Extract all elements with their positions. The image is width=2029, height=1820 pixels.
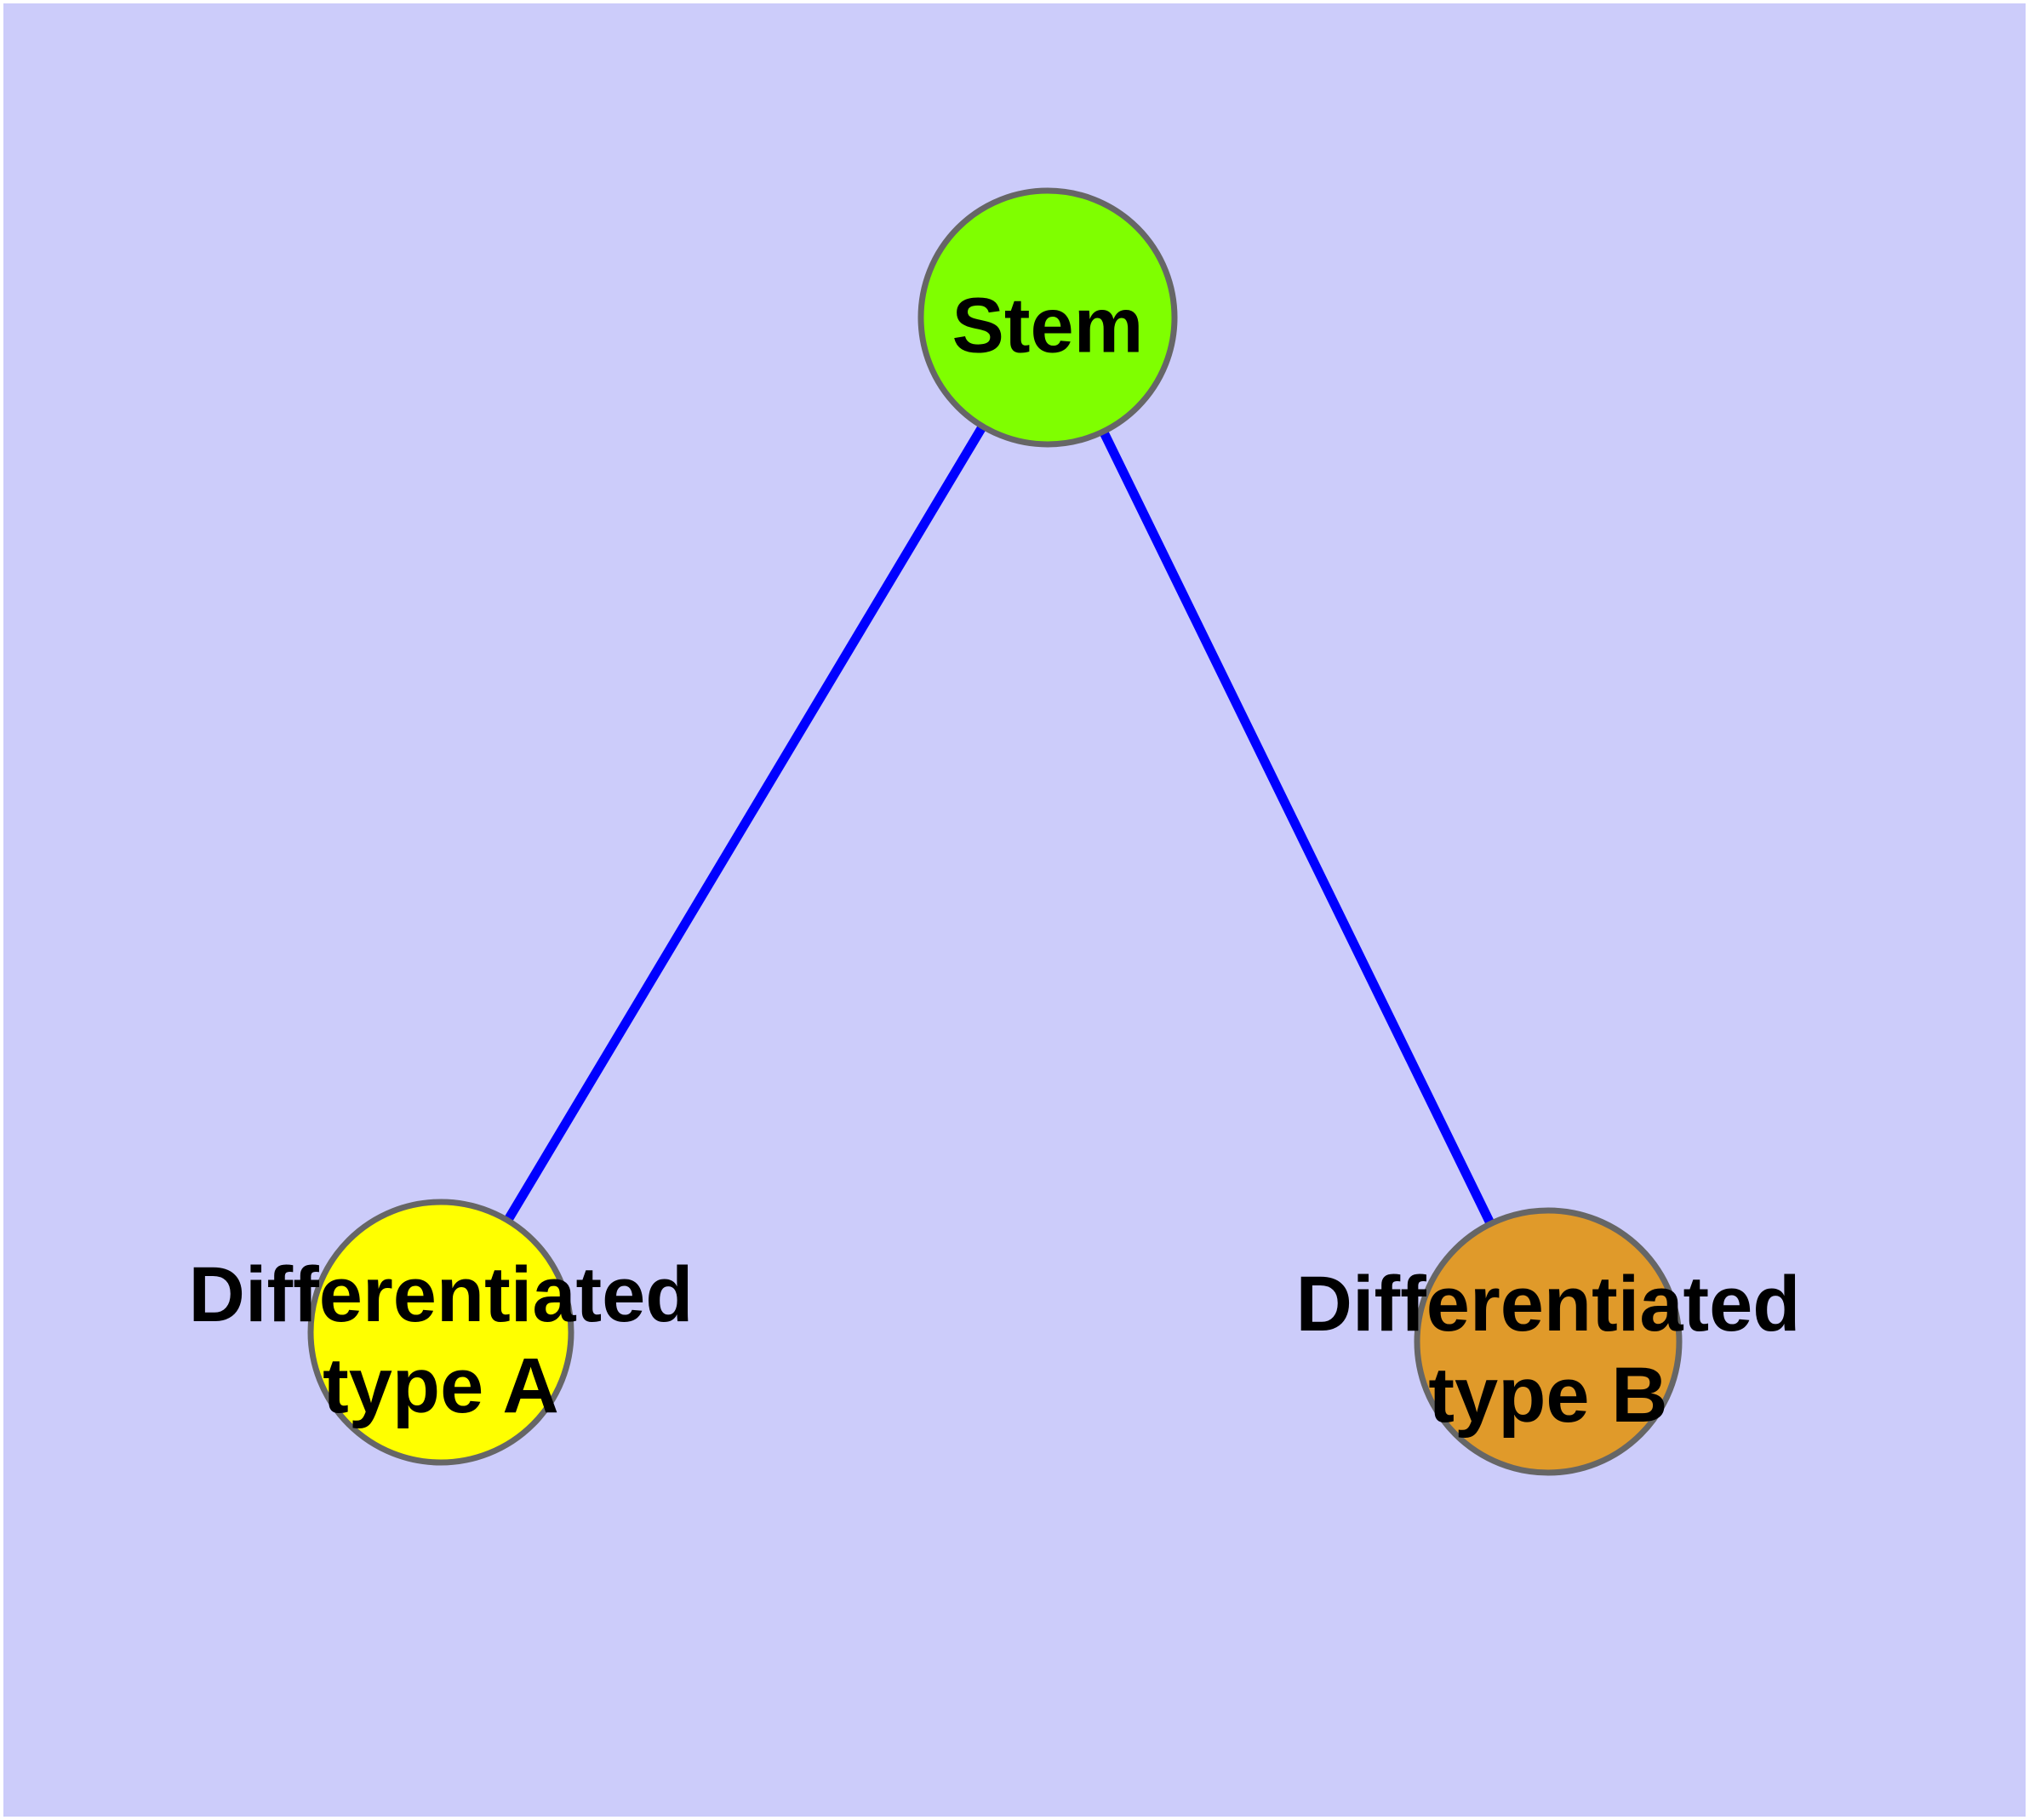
nodes-layer — [307, 187, 1683, 1476]
node-label-stem: Stem — [952, 283, 1144, 369]
node-label-line: Stem — [952, 283, 1144, 369]
edge-stem-diff-a[interactable] — [500, 419, 990, 1228]
node-label-line: Differentiated — [1296, 1261, 1801, 1348]
node-circle-stem[interactable] — [917, 187, 1178, 448]
node-circle-diff_a[interactable] — [307, 1199, 574, 1466]
node-label-line: type B — [1428, 1352, 1667, 1439]
node-circle-diff_b[interactable] — [1414, 1207, 1683, 1476]
edge-stem-diff-b[interactable] — [1096, 425, 1497, 1231]
edges-layer — [500, 419, 1497, 1231]
node-label-line: Differentiated — [189, 1251, 694, 1338]
node-label-line: type A — [323, 1342, 559, 1429]
